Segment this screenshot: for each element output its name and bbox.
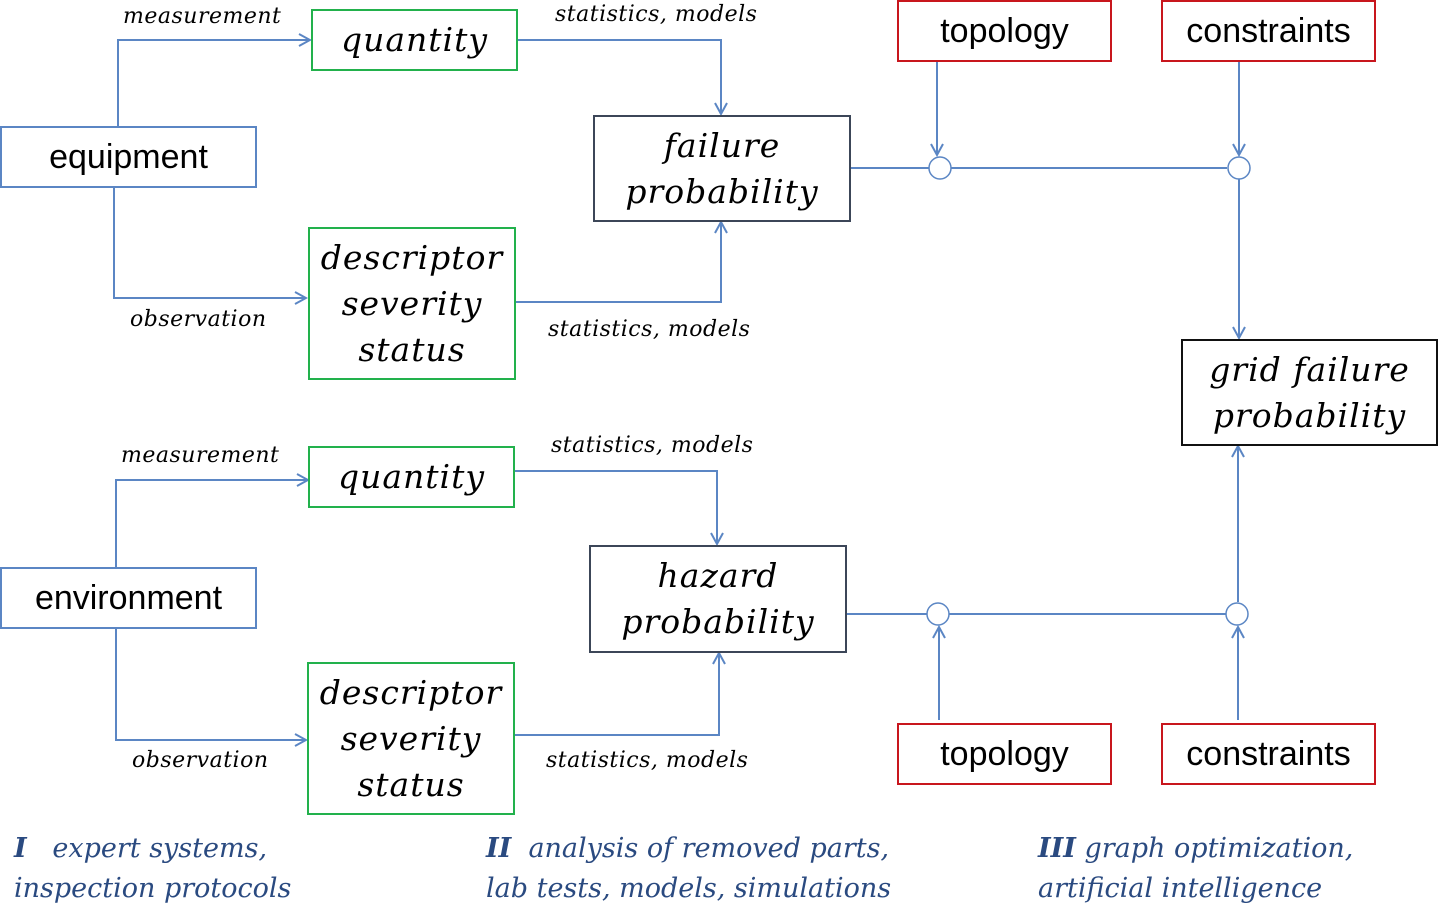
edge-label-stats-upper-top: statistics, models bbox=[555, 2, 758, 27]
constraints-box-lower: constraints bbox=[1161, 723, 1376, 785]
quantity-box-lower: quantity bbox=[308, 446, 515, 508]
grid-failure-line: grid failure bbox=[1209, 349, 1410, 389]
severity-line: severity bbox=[341, 283, 483, 323]
probability-line: probability bbox=[1212, 395, 1407, 435]
edge-quantity-hazard bbox=[513, 470, 717, 544]
probability-line: probability bbox=[621, 602, 815, 641]
equipment-label: equipment bbox=[49, 137, 208, 176]
equipment-box: equipment bbox=[0, 126, 257, 188]
edge-descriptor-failure bbox=[515, 222, 721, 303]
edge-equipment-quantity bbox=[117, 40, 310, 127]
junction-node-upper-topology bbox=[928, 156, 952, 180]
descriptor-line: descriptor bbox=[320, 237, 504, 277]
quantity-box-upper: quantity bbox=[311, 9, 518, 71]
footer-numeral: I bbox=[14, 833, 27, 864]
footer-line2: inspection protocols bbox=[14, 873, 292, 904]
constraints-label-upper: constraints bbox=[1186, 11, 1351, 50]
constraints-box-upper: constraints bbox=[1161, 0, 1376, 62]
failure-probability-box: failure probability bbox=[593, 115, 851, 222]
edge-label-stats-upper-bottom: statistics, models bbox=[548, 317, 751, 342]
footer-line1: expert systems, bbox=[52, 833, 268, 864]
edge-quantity-failure bbox=[517, 39, 721, 114]
footer-category-3: III graph optimization, artificial intel… bbox=[1038, 829, 1353, 905]
descriptor-box-upper: descriptor severity status bbox=[308, 227, 516, 380]
edge-label-observation-upper: observation bbox=[130, 307, 267, 332]
edge-label-measurement-lower: measurement bbox=[121, 443, 280, 468]
topology-label-lower: topology bbox=[940, 734, 1069, 773]
junction-node-lower-constraints bbox=[1225, 602, 1249, 626]
topology-box-upper: topology bbox=[897, 0, 1112, 62]
edge-label-measurement-upper: measurement bbox=[123, 4, 282, 29]
descriptor-box-lower: descriptor severity status bbox=[307, 662, 515, 815]
footer-line2: lab tests, models, simulations bbox=[486, 873, 892, 904]
quantity-label-lower: quantity bbox=[337, 457, 486, 496]
hazard-probability-box: hazard probability bbox=[589, 545, 847, 653]
topology-box-lower: topology bbox=[897, 723, 1112, 785]
severity-line: severity bbox=[340, 718, 482, 758]
edge-label-stats-lower-top: statistics, models bbox=[551, 433, 754, 458]
descriptor-line: descriptor bbox=[319, 672, 503, 712]
footer-line1: graph optimization, bbox=[1084, 833, 1354, 864]
status-line: status bbox=[358, 329, 466, 369]
environment-box: environment bbox=[0, 567, 257, 629]
hazard-line: hazard bbox=[657, 556, 779, 595]
footer-numeral: II bbox=[486, 833, 512, 864]
edge-equipment-descriptor bbox=[113, 188, 306, 298]
edge-environment-descriptor bbox=[115, 628, 306, 740]
grid-failure-probability-box: grid failure probability bbox=[1181, 339, 1438, 446]
topology-label-upper: topology bbox=[940, 11, 1069, 50]
edge-label-observation-lower: observation bbox=[132, 748, 269, 773]
footer-line2: artificial intelligence bbox=[1038, 873, 1323, 904]
edge-descriptor-hazard bbox=[513, 653, 719, 736]
footer-line1: analysis of removed parts, bbox=[528, 833, 890, 864]
footer-numeral: III bbox=[1038, 833, 1076, 864]
footer-category-1: I expert systems, inspection protocols bbox=[14, 829, 291, 905]
edge-label-stats-lower-bottom: statistics, models bbox=[546, 748, 749, 773]
junction-node-lower-topology bbox=[926, 602, 950, 626]
edge-environment-quantity bbox=[115, 480, 308, 567]
quantity-label-upper: quantity bbox=[340, 20, 489, 59]
probability-line: probability bbox=[625, 171, 819, 211]
junction-node-upper-constraints bbox=[1227, 156, 1251, 180]
constraints-label-lower: constraints bbox=[1186, 734, 1351, 773]
status-line: status bbox=[357, 764, 465, 804]
environment-label: environment bbox=[34, 578, 223, 617]
failure-line: failure bbox=[663, 125, 781, 165]
footer-category-2: II analysis of removed parts, lab tests,… bbox=[486, 829, 891, 905]
